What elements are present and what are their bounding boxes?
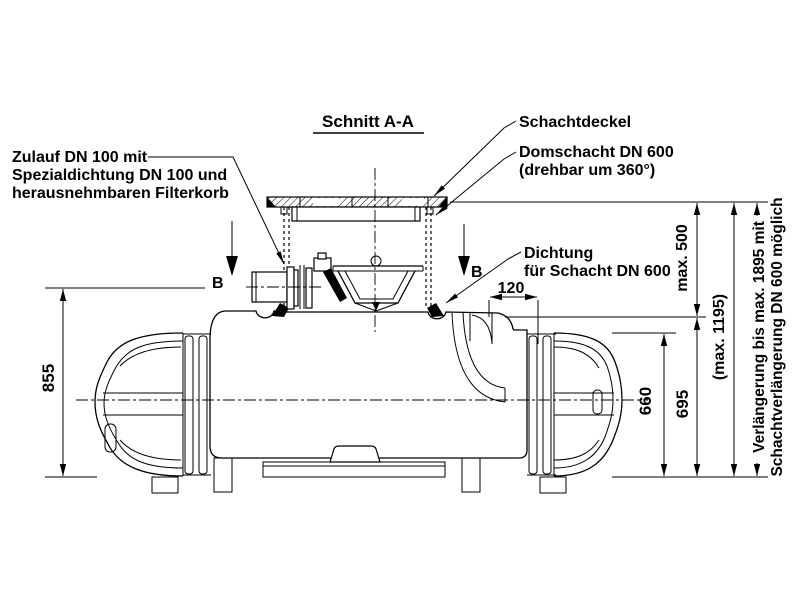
cover-hook-left xyxy=(280,206,288,215)
right-bellows-ring-1 xyxy=(528,335,538,475)
dome-label-line1: Domschacht DN 600 xyxy=(519,144,674,161)
inlet-clamp-box xyxy=(313,257,332,272)
dimension-120: 120 xyxy=(488,280,539,344)
left-end-cap xyxy=(94,332,184,477)
right-cap-grip-slot xyxy=(592,389,603,415)
left-bellows-ring-1 xyxy=(184,335,194,475)
cover-right-end xyxy=(438,197,447,207)
tank-body-outline xyxy=(209,310,528,459)
shaft-seal-left xyxy=(272,303,289,317)
section-mark-left: B xyxy=(212,275,224,292)
internal-overflow-pipe xyxy=(451,312,506,403)
seal-label-line1: Dichtung xyxy=(524,245,593,262)
left-bellows xyxy=(183,333,211,476)
leader-dome xyxy=(435,151,517,216)
dim-max1195-value: (max. 1195) xyxy=(711,294,728,380)
leader-inlet xyxy=(148,156,285,265)
cover-label: Schachtdeckel xyxy=(519,114,631,131)
dim-660-value: 660 xyxy=(636,387,655,415)
dome-label-line2: (drehbar um 360°) xyxy=(519,162,655,179)
dim-855-value: 855 xyxy=(39,364,58,392)
basket-bottom-arrow xyxy=(372,302,380,311)
dim-120-value: 120 xyxy=(498,280,525,297)
centerlines xyxy=(76,168,648,401)
base-center-tab xyxy=(329,445,381,463)
dimension-660: 660 xyxy=(612,332,676,476)
tank-base xyxy=(151,445,567,494)
leader-seal xyxy=(445,251,522,304)
inlet-flange-3 xyxy=(305,267,313,309)
foot-right-cap xyxy=(539,476,567,494)
inlet-assembly xyxy=(251,252,347,310)
labels-and-leaders: Zulauf DN 100 mit Spezialdichtung DN 100… xyxy=(12,114,674,304)
foot-left-cap xyxy=(151,476,179,494)
right-end-cap xyxy=(553,332,623,477)
dimension-max500-695: max. 500 695 xyxy=(505,203,706,476)
shaft-cover xyxy=(266,196,448,222)
drawing-title: Schnitt A-A xyxy=(322,112,414,131)
dimension-855: 855 xyxy=(39,287,205,478)
extension-note-line1: Verlängerung bis max. 1895 mit xyxy=(751,221,768,453)
inlet-label-line1: Zulauf DN 100 mit xyxy=(12,149,148,166)
section-arrow-left xyxy=(226,256,238,276)
title-group: Schnitt A-A xyxy=(313,112,424,134)
cover-inner-lid xyxy=(291,206,421,222)
dome-shaft-group xyxy=(266,196,448,317)
right-bellows-ring-2 xyxy=(542,335,552,475)
extension-note-line2: Schachtverlängerung DN 600 möglich xyxy=(769,197,786,476)
inlet-flange-2 xyxy=(293,269,299,307)
dimension-extension-note: Verlängerung bis max. 1895 mit Schachtve… xyxy=(751,197,786,476)
foot-right-body xyxy=(461,457,481,493)
filter-basket xyxy=(332,255,424,312)
dimensions: 855 120 660 max. 500 695 xyxy=(39,197,786,478)
inlet-flange-1 xyxy=(286,266,295,310)
dimension-max1195: (max. 1195) xyxy=(450,201,768,478)
shaft-seal-right xyxy=(427,303,444,317)
dim-max500-value: max. 500 xyxy=(674,224,691,292)
foot-left-body xyxy=(213,457,233,493)
leader-cover xyxy=(433,120,517,197)
inlet-lever-handle xyxy=(323,268,347,302)
tank-assembly xyxy=(94,310,623,494)
dim-695-value: 695 xyxy=(673,390,692,418)
cover-hook-right xyxy=(426,206,434,215)
section-mark-right: B xyxy=(471,264,483,281)
cover-left-end xyxy=(267,197,276,207)
left-bellows-ring-2 xyxy=(198,335,208,475)
inlet-label-line2: Spezialdichtung DN 100 und xyxy=(12,167,227,184)
filter-basket-body xyxy=(337,270,416,304)
inlet-clamp-top xyxy=(317,252,327,260)
inlet-label-line3: herausnehmbaren Filterkorb xyxy=(12,185,229,202)
section-arrow-right xyxy=(458,256,470,276)
seal-label-line2: für Schacht DN 600 xyxy=(524,263,671,280)
basket-handle-ring xyxy=(370,255,382,267)
section-marks: B B xyxy=(212,221,483,292)
base-plate xyxy=(262,461,446,478)
right-bellows xyxy=(527,333,556,476)
left-cap-grip-slot xyxy=(104,423,117,453)
